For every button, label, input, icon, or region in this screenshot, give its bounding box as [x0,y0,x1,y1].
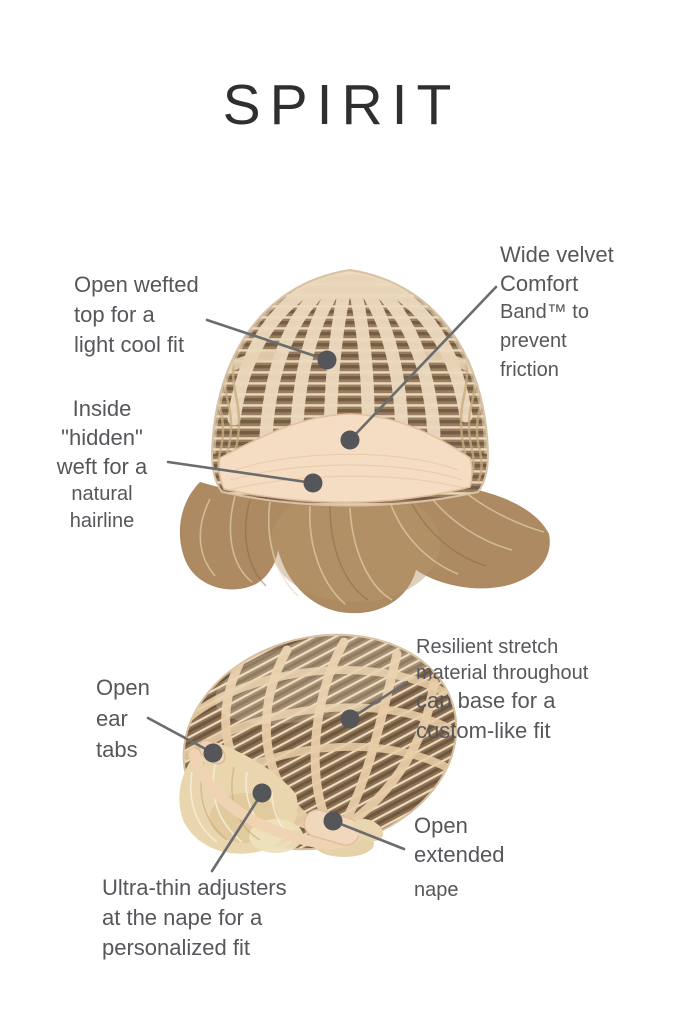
callout-line: extended [414,842,505,867]
callout-line: "hidden" [61,425,143,450]
callout-line: ear [96,706,128,731]
callout-stretch-material: Resilient stretch material throughout ca… [416,634,588,746]
cap-dome [210,268,490,507]
callout-line: prevent [500,330,567,352]
callout-line: Inside [72,396,132,421]
callout-line: natural [71,483,133,505]
callout-line: Open [414,813,468,838]
callout-line: light cool fit [74,332,185,357]
hair-back [179,482,550,614]
callout-line: Comfort [500,271,579,296]
callout-nape-adjusters: Ultra-thin adjusters at the nape for a p… [102,873,287,963]
callout-line: weft for a [56,454,148,479]
callout-line: friction [500,359,559,381]
callout-line: hairline [69,510,135,532]
top-cap-illustration [179,268,550,614]
callout-open-wefted-top: Open wefted top for a light cool fit [74,270,199,360]
callout-line: Open [96,675,150,700]
callout-line: cap base for a [416,688,556,713]
callout-ear-tabs: Open ear tabs [96,672,150,765]
callout-line: tabs [96,737,138,762]
callout-line: custom-like fit [416,718,551,743]
callout-line: nape [414,879,459,901]
callout-line: Open wefted [74,272,199,297]
callout-line: personalized fit [102,935,250,960]
callout-line: Ultra-thin adjusters [102,875,287,900]
callout-line: at the nape for a [102,905,263,930]
callout-line: material throughout [416,662,589,684]
callout-line: top for a [74,302,155,327]
callout-extended-nape: Open extended nape [414,811,505,905]
callout-line: Band™ to [500,301,589,323]
callout-hidden-weft: Inside "hidden" weft for a natural hairl… [30,394,174,535]
callout-line: Resilient stretch [416,636,559,658]
callout-comfort-band: Wide velvet Comfort Band™ to prevent fri… [500,240,614,385]
callout-line: Wide velvet [500,242,614,267]
page-title: SPIRIT [222,73,461,137]
